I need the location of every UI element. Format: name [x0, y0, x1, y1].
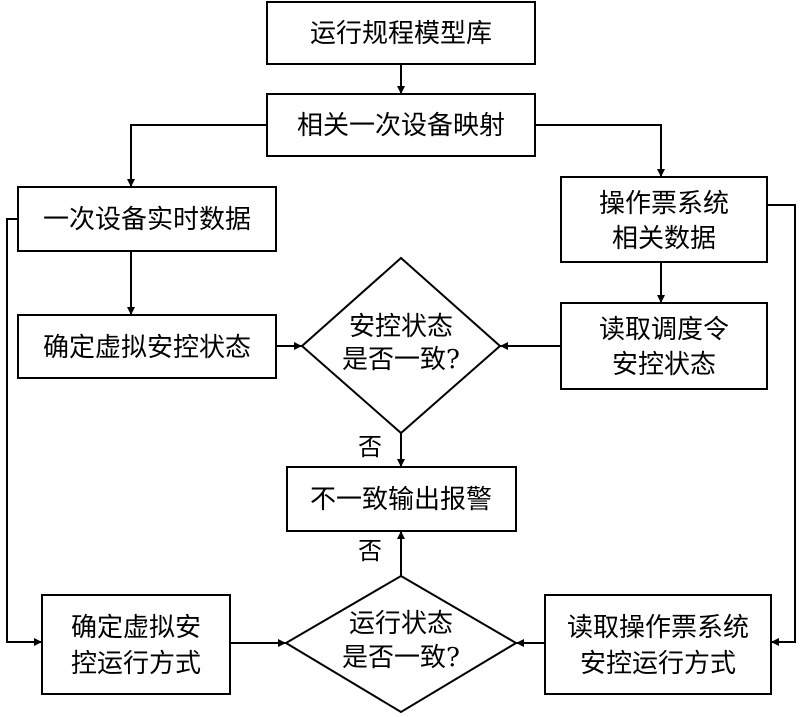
- box-read-ticket-mode: [544, 594, 772, 695]
- label-virtual-mode-line2: 控运行方式: [71, 649, 201, 679]
- box-realtime-data: [17, 186, 277, 252]
- label-realtime-data: 一次设备实时数据: [43, 205, 251, 235]
- label-decision-state-line2: 是否一致?: [342, 345, 460, 375]
- label-decision-mode-line1: 运行状态: [349, 609, 453, 639]
- edge-label-no-top: 否: [358, 433, 382, 461]
- label-read-ticket-mode-line1: 读取操作票系统: [567, 613, 749, 643]
- label-decision-mode-line2: 是否一致?: [342, 643, 460, 673]
- label-ticket-data-line1: 操作票系统: [599, 189, 729, 219]
- edge-label-no-bottom: 否: [358, 537, 382, 565]
- box-virtual-mode: [41, 594, 231, 695]
- label-decision-state-line1: 安控状态: [349, 312, 453, 342]
- label-alarm: 不一致输出报警: [310, 485, 492, 515]
- box-virtual-state: [17, 314, 277, 379]
- arrow-ticket-to-read-mode: [767, 204, 796, 646]
- label-model-library: 运行规程模型库: [310, 19, 492, 49]
- box-ticket-data: [560, 176, 768, 263]
- decision-mode: [284, 574, 518, 714]
- label-device-mapping: 相关一次设备映射: [297, 111, 505, 141]
- arrow-realtime-to-virtual-mode: [6, 218, 42, 646]
- label-virtual-state: 确定虚拟安控状态: [43, 333, 251, 363]
- label-read-dispatch-line1: 读取调度令: [599, 315, 729, 345]
- box-model-library: [266, 1, 536, 65]
- label-read-ticket-mode-line2: 安控运行方式: [580, 649, 736, 679]
- label-ticket-data-line2: 相关数据: [612, 224, 716, 254]
- label-read-dispatch-line2: 安控状态: [612, 350, 716, 380]
- arrow-mapping-to-realtime: [127, 124, 267, 187]
- box-device-mapping: [266, 93, 536, 157]
- arrow-mapping-to-ticket: [535, 124, 665, 177]
- label-virtual-mode-line1: 确定虚拟安: [71, 613, 201, 643]
